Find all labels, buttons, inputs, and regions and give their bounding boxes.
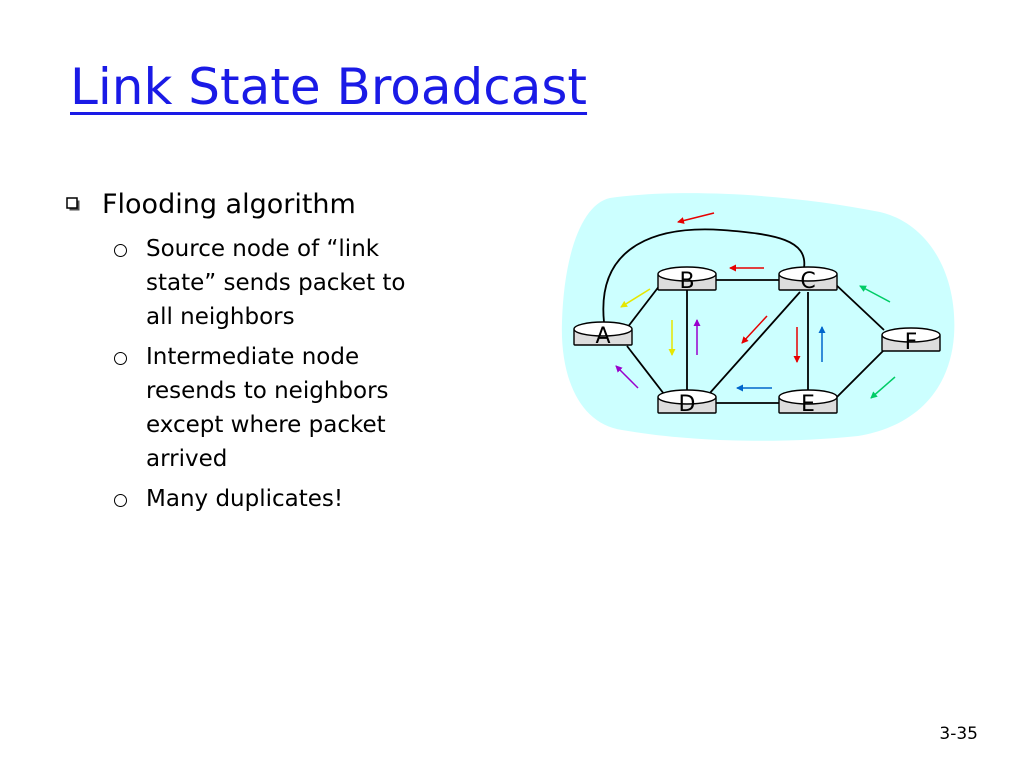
router-e: E [778, 389, 838, 417]
link-a-d [626, 345, 665, 395]
bullet-text: Flooding algorithm [102, 189, 356, 220]
node-label-c: C [800, 269, 815, 294]
arrow-yellow [620, 288, 651, 308]
link-a-b [626, 284, 661, 329]
router-b: B [657, 266, 717, 294]
sub-bullet-line: resends to neighbors [146, 378, 389, 404]
bullet-flooding-algorithm: Flooding algorithm [62, 186, 482, 224]
node-label-d: D [679, 392, 696, 417]
bullet-list: Flooding algorithm Source node of “link … [62, 186, 482, 522]
router-c: C [778, 266, 838, 294]
arrow-green [859, 285, 891, 303]
sub-bullet-line: except where packet [146, 412, 386, 438]
link-c-f [832, 281, 885, 331]
sub-bullet-line: all neighbors [146, 304, 295, 330]
arrow-green [870, 376, 896, 399]
node-label-e: E [801, 392, 815, 417]
sub-bullet-line: state” sends packet to [146, 270, 406, 296]
link-a-c [602, 228, 806, 323]
sub-bullet-line: Intermediate node [146, 344, 360, 370]
link-c-d [708, 291, 801, 395]
node-label-a: A [595, 324, 610, 349]
sub-bullet-source-node: Source node of “link state” sends packet… [110, 232, 482, 334]
router-f: F [881, 327, 941, 355]
sub-bullet-line: Source node of “link [146, 236, 380, 262]
sub-bullet-list: Source node of “link state” sends packet… [110, 232, 482, 516]
link-e-f [832, 349, 885, 402]
arrow-red [677, 212, 715, 224]
checkbox-bullet-icon [66, 197, 80, 211]
router-a: A [573, 321, 633, 349]
slide-title: Link State Broadcast [70, 58, 588, 116]
circle-bullet-icon [114, 494, 127, 507]
circle-bullet-icon [114, 352, 127, 365]
arrow-red [741, 315, 768, 344]
sub-bullet-line: Many duplicates! [146, 486, 344, 512]
circle-bullet-icon [114, 244, 127, 257]
node-label-b: B [679, 269, 694, 294]
arrow-purple [615, 365, 639, 389]
router-d: D [657, 389, 717, 417]
sub-bullet-line: arrived [146, 446, 228, 472]
page-number: 3-35 [939, 724, 978, 744]
sub-bullet-many-duplicates: Many duplicates! [110, 482, 482, 516]
sub-bullet-intermediate-node: Intermediate node resends to neighbors e… [110, 340, 482, 476]
node-label-f: F [905, 330, 918, 355]
